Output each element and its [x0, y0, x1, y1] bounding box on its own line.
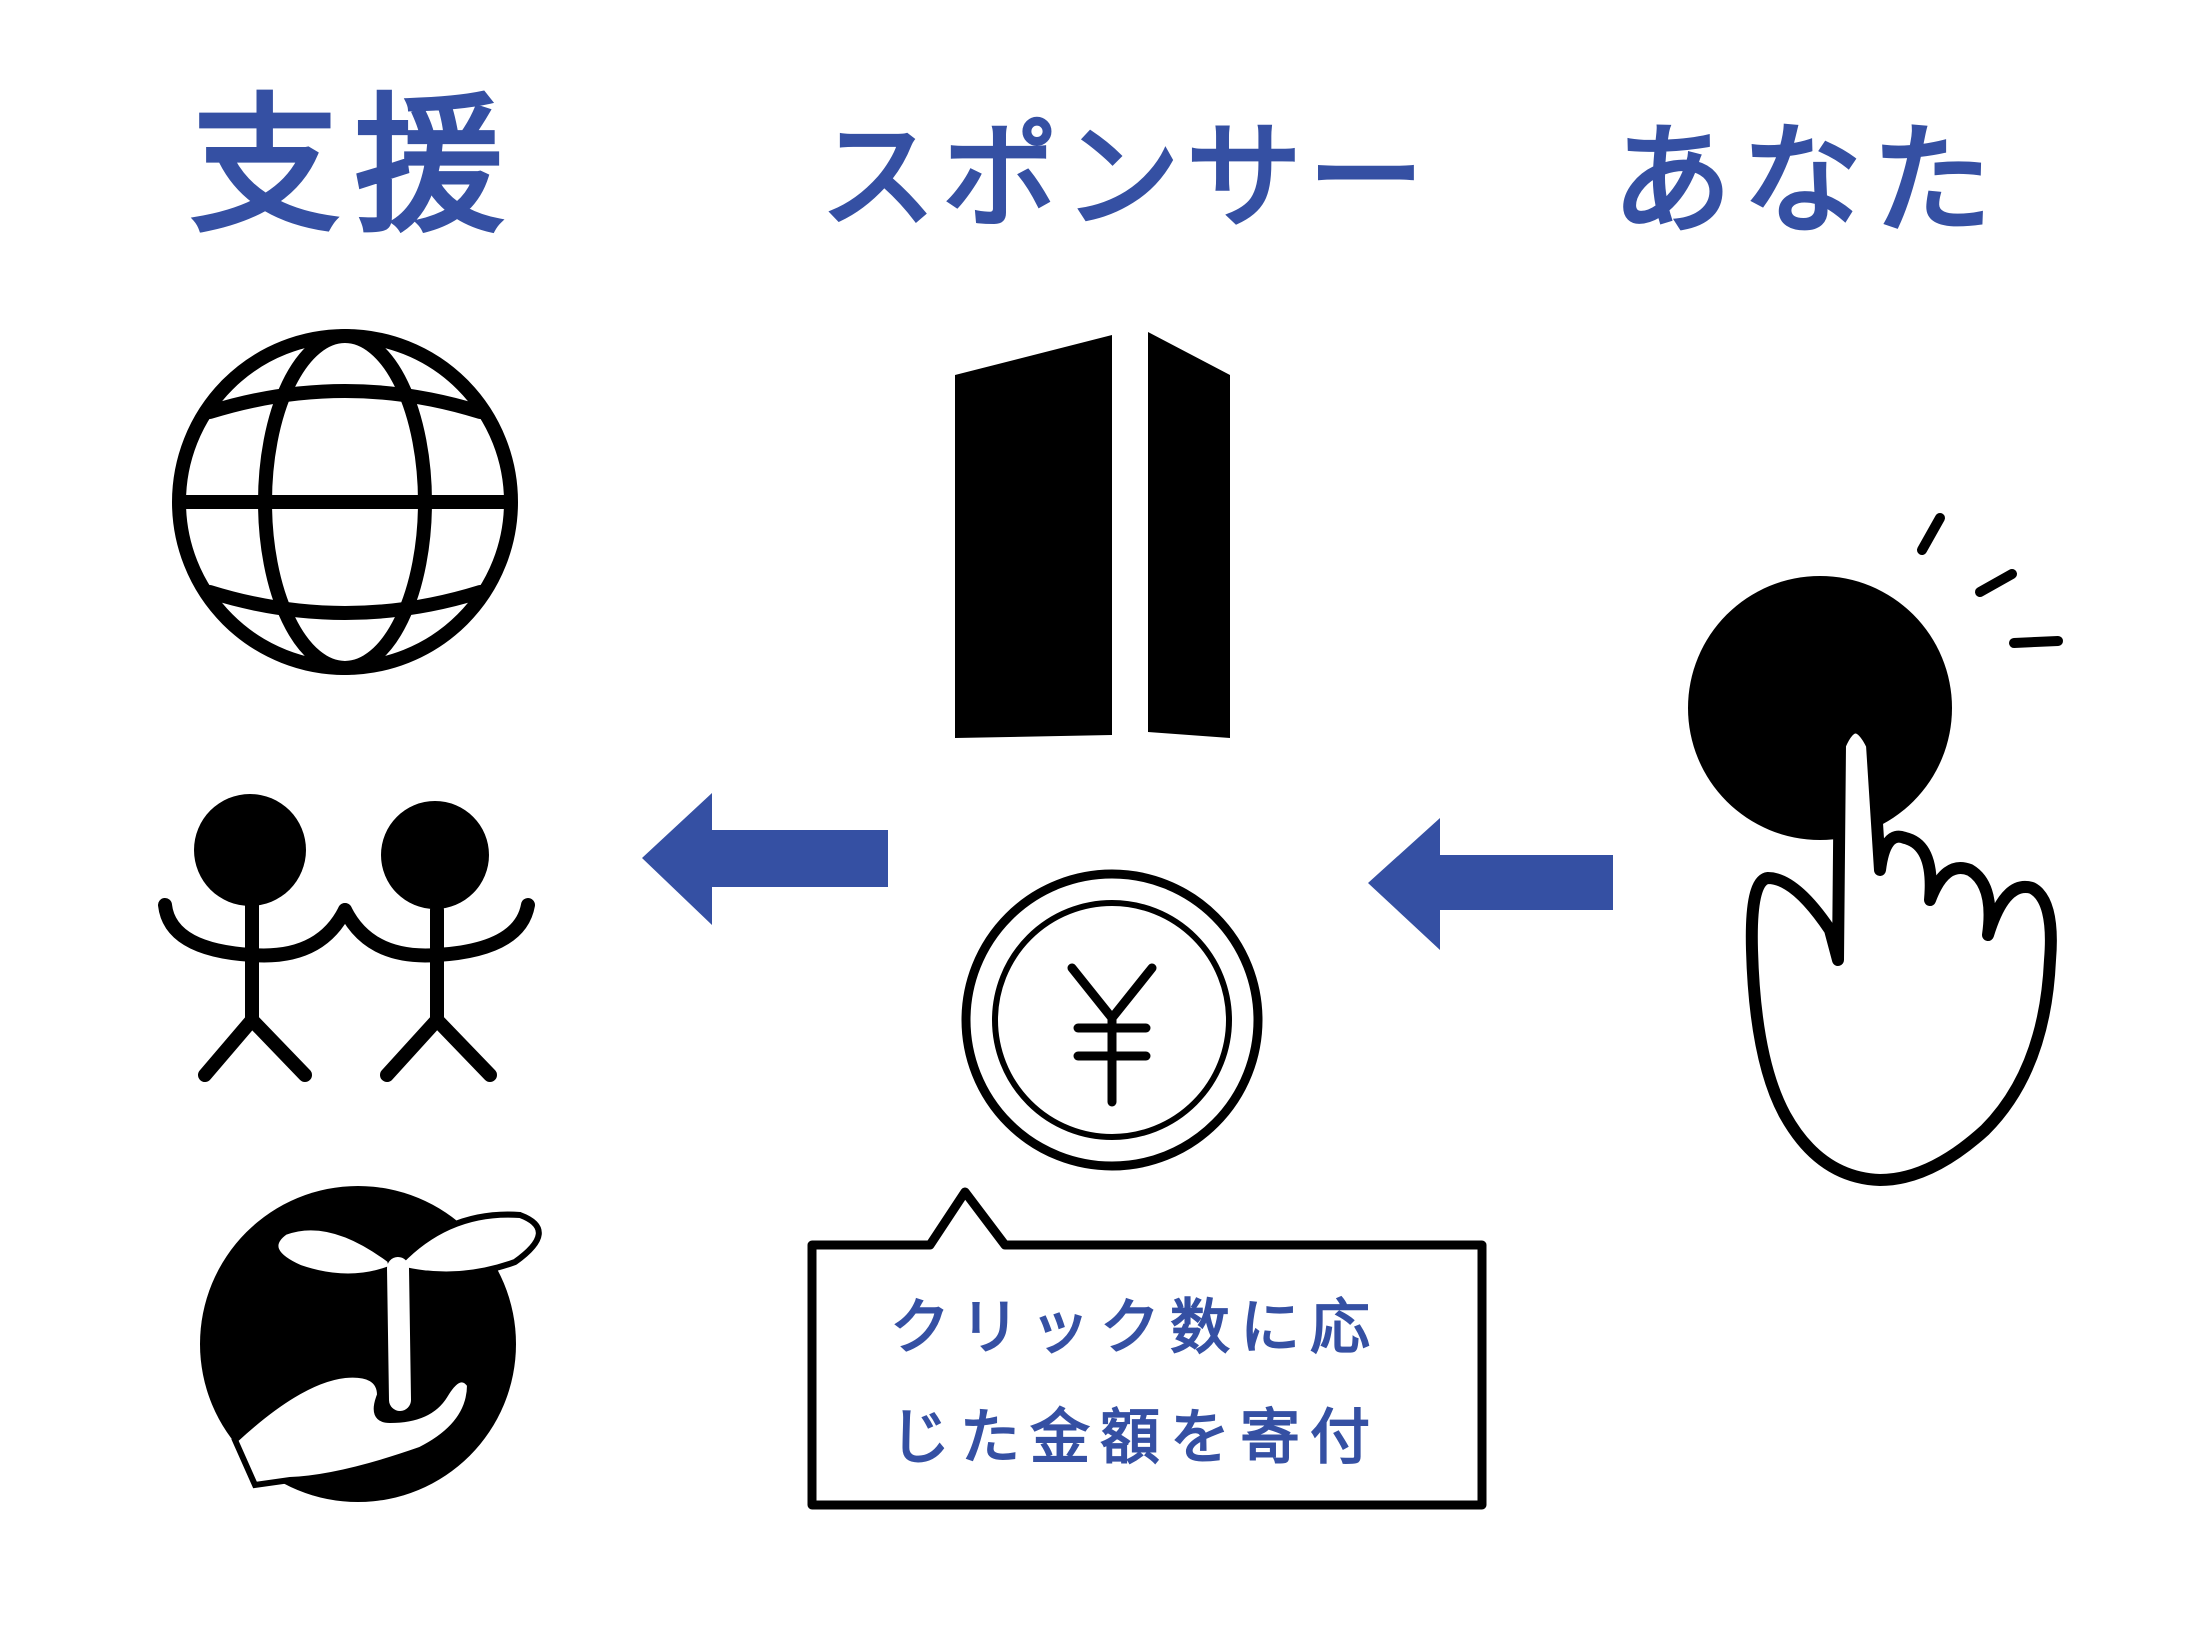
building-icon	[955, 332, 1230, 738]
you-heading: あなた	[1612, 112, 2002, 251]
yen-coin-icon	[961, 869, 1263, 1171]
bubble-text-line-1: クリック数に応	[890, 1293, 1380, 1363]
sponsor-heading: スポンサー	[820, 110, 1430, 245]
arrow-left-icon-2	[1368, 818, 1613, 950]
sprout-in-hand-icon	[200, 1186, 542, 1502]
arrow-left-icon	[642, 793, 888, 925]
speech-bubble	[807, 1187, 1487, 1510]
support-heading: 支援	[190, 80, 519, 254]
globe-icon	[172, 329, 518, 675]
bubble-text-line-2: じた金額を寄付	[890, 1403, 1380, 1473]
people-holding-hands-icon	[158, 794, 535, 1082]
pointing-hand-click-icon	[1688, 513, 2063, 1186]
